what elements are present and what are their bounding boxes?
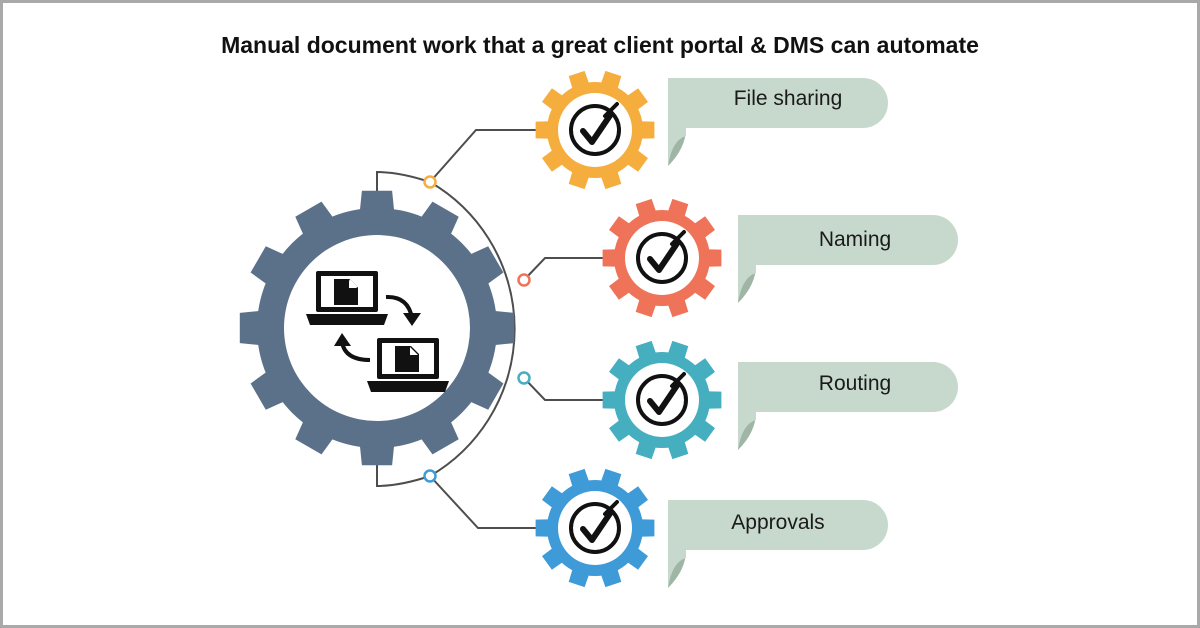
banner-2 <box>738 362 958 450</box>
checkmark-circle-icon <box>569 500 621 554</box>
label-file-sharing: File sharing <box>733 87 843 110</box>
connector-dot-file-sharing <box>423 175 437 189</box>
gear-0-file-sharing <box>535 70 655 190</box>
connector-dot-naming <box>517 273 531 287</box>
checkmark-circle-icon <box>636 372 688 426</box>
item-banners <box>668 78 958 588</box>
connector-dot-routing <box>517 371 531 385</box>
gear-2-routing <box>602 340 722 460</box>
connector-lines <box>376 129 610 529</box>
label-routing: Routing <box>818 372 892 395</box>
label-naming: Naming <box>818 228 892 251</box>
gear-3-approvals <box>535 468 655 588</box>
central-gear <box>239 190 515 466</box>
banner-0 <box>668 78 888 166</box>
connector-dots <box>423 175 531 483</box>
checkmark-circle-icon <box>569 102 621 156</box>
label-approvals: Approvals <box>731 511 825 534</box>
item-gears <box>535 70 722 588</box>
banner-3 <box>668 500 888 588</box>
connector-dot-approvals <box>423 469 437 483</box>
banner-1 <box>738 215 958 303</box>
gear-1-naming <box>602 198 722 318</box>
laptop-document-transfer-icon <box>306 271 449 392</box>
checkmark-circle-icon <box>636 230 688 284</box>
diagram-title: Manual document work that a great client… <box>221 32 979 58</box>
